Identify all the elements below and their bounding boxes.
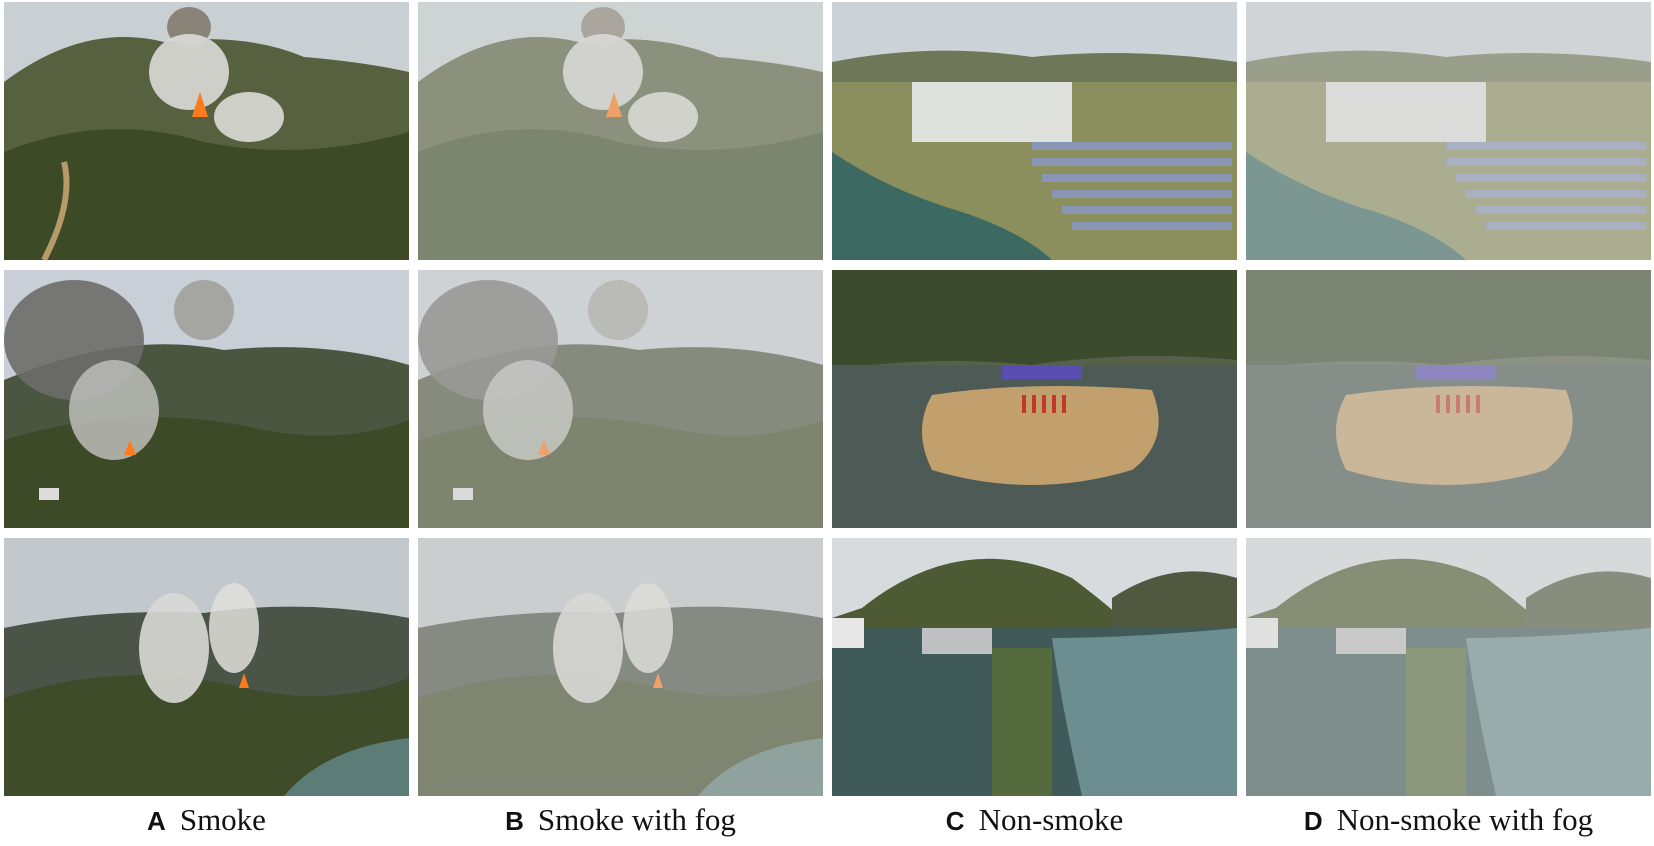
caption-d: D Non-smoke with fog (1246, 800, 1651, 840)
caption-b: B Smoke with fog (418, 800, 823, 840)
tile-nonsmoke-fog-2 (1246, 270, 1651, 528)
smoke-fog-scene-3 (418, 538, 823, 796)
tile-nonsmoke-2 (832, 270, 1237, 528)
caption-label: Non-smoke with fog (1336, 802, 1594, 837)
caption-letter: C (945, 806, 965, 836)
caption-c: C Non-smoke (832, 800, 1237, 840)
tile-smoke-1 (4, 2, 409, 260)
smoke-fog-scene-2 (418, 270, 823, 528)
caption-label: Non-smoke (978, 802, 1124, 837)
lake-island-fog-scene (1246, 270, 1651, 528)
smoke-fog-scene-1 (418, 2, 823, 260)
tile-smoke-3 (4, 538, 409, 796)
smoke-scene-2 (4, 270, 409, 528)
tile-nonsmoke-3 (832, 538, 1237, 796)
river-town-fog-scene (1246, 538, 1651, 796)
tile-nonsmoke-fog-1 (1246, 2, 1651, 260)
tile-smoke-fog-2 (418, 270, 823, 528)
village-fog-scene (1246, 2, 1651, 260)
tile-smoke-2 (4, 270, 409, 528)
caption-a: A Smoke (4, 800, 409, 840)
tile-nonsmoke-fog-3 (1246, 538, 1651, 796)
caption-label: Smoke (179, 802, 266, 837)
river-town-scene (832, 538, 1237, 796)
caption-letter: D (1303, 806, 1323, 836)
village-scene (832, 2, 1237, 260)
lake-island-scene (832, 270, 1237, 528)
smoke-scene-3 (4, 538, 409, 796)
caption-label: Smoke with fog (537, 802, 736, 837)
caption-letter: A (147, 806, 166, 836)
tile-smoke-fog-3 (418, 538, 823, 796)
caption-letter: B (505, 806, 524, 836)
smoke-scene-1 (4, 2, 409, 260)
tile-nonsmoke-1 (832, 2, 1237, 260)
tile-smoke-fog-1 (418, 2, 823, 260)
